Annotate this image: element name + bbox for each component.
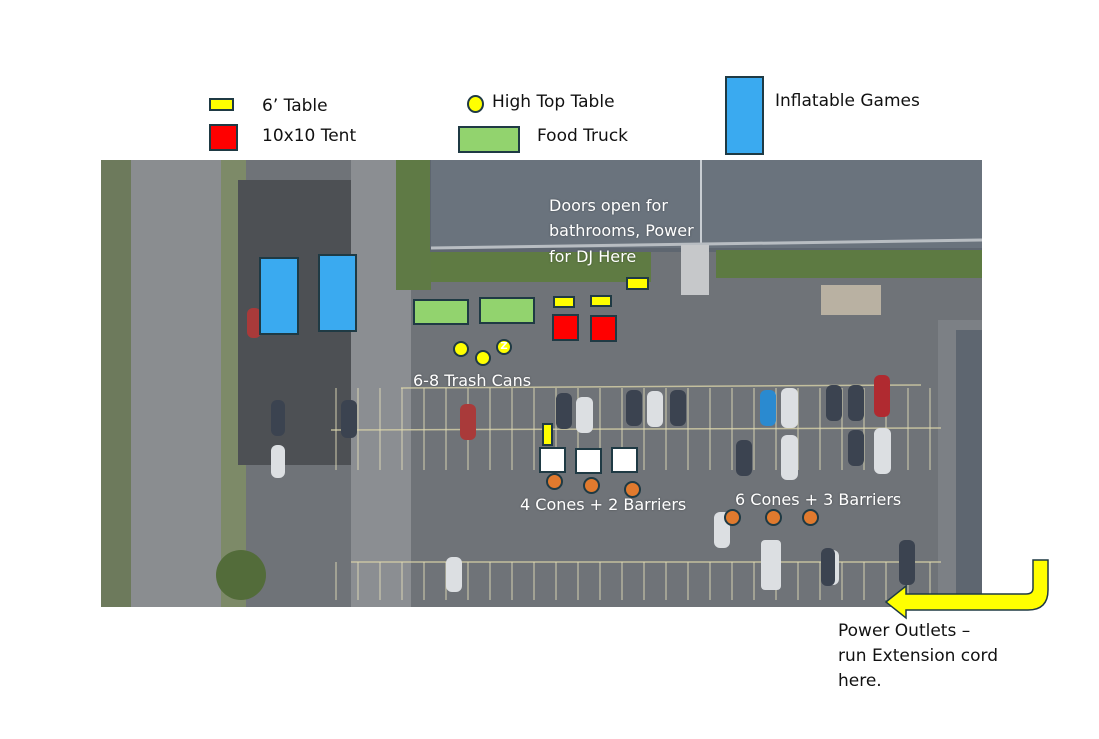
high-top-table [475,350,491,366]
six-foot-table [553,296,575,308]
power-note: Power Outlets – run Extension cord here. [838,619,998,694]
six-foot-table [626,277,649,290]
food-truck [413,299,469,325]
power-note-line-2: run Extension cord [838,646,999,666]
legend-label-food-truck: Food Truck [537,126,629,146]
high-top-table [453,341,469,357]
doors-note-line-2: bathrooms, Power [549,221,694,240]
cone [546,473,563,490]
legend-swatch-high-top [467,95,484,113]
legend-swatch-inflatable [725,76,764,155]
six-foot-table [590,295,612,307]
cone [802,509,819,526]
inflatable-game [259,257,299,335]
legend-label-6ft-table: 6’ Table [262,96,328,116]
barrier [539,447,566,473]
cones-right-label: 6 Cones + 3 Barriers [735,490,902,509]
legend-swatch-tent [209,124,238,151]
power-note-line-3: here. [838,671,882,691]
tent [590,315,617,342]
doors-note-line-3: for DJ Here [549,247,637,266]
six-foot-table [542,423,553,446]
cone [624,481,641,498]
power-note-line-1: Power Outlets – [838,621,971,641]
tent [552,314,579,341]
legend-swatch-6ft-table [209,98,234,111]
doors-note-line-1: Doors open for [549,196,668,215]
cone [765,509,782,526]
legend-label-tent: 10x10 Tent [262,126,357,146]
trash-cans-label: 6-8 Trash Cans [413,371,532,390]
aerial-map [101,160,982,607]
cone [724,509,741,526]
cones-left-label: 4 Cones + 2 Barriers [520,495,687,514]
high-top-table: Z [496,339,512,355]
cone [583,477,600,494]
marker-letter: Z [500,341,508,352]
aerial-backdrop [101,160,982,607]
barrier [611,447,638,473]
legend-label-inflatable: Inflatable Games [775,91,920,111]
legend-label-high-top: High Top Table [492,92,615,112]
inflatable-game [318,254,357,332]
legend-swatch-food-truck [458,126,520,153]
barrier [575,448,602,474]
food-truck [479,297,535,324]
